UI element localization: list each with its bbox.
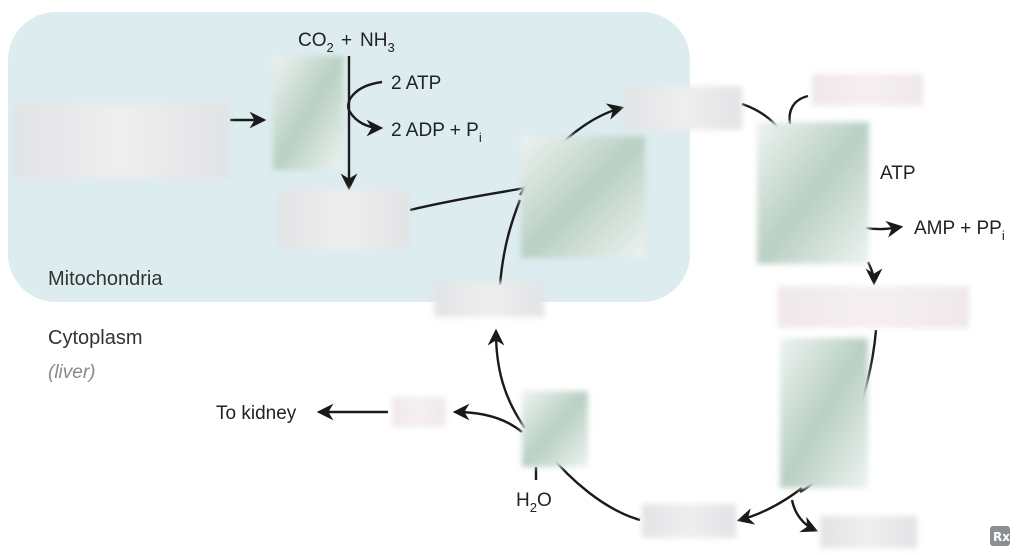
nh3-label: NH3 bbox=[360, 30, 395, 55]
atp-right-label: ATP bbox=[880, 163, 916, 184]
co2-label: CO2 bbox=[298, 30, 334, 55]
side-output-curve bbox=[790, 499, 819, 533]
rx-logo: Rx bbox=[990, 526, 1010, 546]
blank-box-enzyme-5[interactable] bbox=[522, 391, 588, 467]
water-label: H2O bbox=[516, 490, 552, 515]
adp-out-label: 2 ADP + Pi bbox=[391, 120, 482, 145]
blank-box-enzyme-3[interactable] bbox=[757, 122, 869, 264]
blank-box-mito-product[interactable] bbox=[278, 190, 409, 250]
kidney-branch-curve bbox=[452, 403, 523, 433]
blank-box-enzyme-1[interactable] bbox=[273, 56, 343, 170]
transport-curve bbox=[409, 186, 525, 212]
blank-box-input-substrate[interactable] bbox=[14, 104, 229, 178]
blank-label-boxes bbox=[14, 56, 969, 548]
to-kidney-label: To kidney bbox=[216, 403, 297, 424]
plus-sign: + bbox=[341, 30, 352, 51]
blank-box-side-output[interactable] bbox=[820, 516, 917, 548]
blank-box-cycle-left[interactable] bbox=[434, 282, 544, 317]
side-input-curve bbox=[788, 94, 809, 125]
cytoplasm-label: Cytoplasm bbox=[48, 327, 142, 349]
atp-in-label: 2 ATP bbox=[391, 73, 441, 94]
svg-text:Rx: Rx bbox=[993, 530, 1010, 544]
blank-box-cycle-bottom[interactable] bbox=[642, 504, 736, 538]
cycle-arc-left bbox=[487, 328, 526, 429]
blank-box-cycle-right[interactable] bbox=[778, 286, 969, 328]
cytoplasm-note: (liver) bbox=[48, 362, 96, 383]
cycle-arc-right-down bbox=[865, 261, 883, 286]
cycle-arc-bottom-right bbox=[736, 487, 803, 525]
cycle-arc-left-upper bbox=[498, 199, 522, 286]
blank-box-enzyme-2[interactable] bbox=[521, 136, 645, 258]
blank-box-enzyme-4[interactable] bbox=[780, 338, 868, 488]
mitochondria-label: Mitochondria bbox=[48, 268, 163, 290]
amp-out-label: AMP + PPi bbox=[914, 218, 1005, 243]
blank-box-side-input[interactable] bbox=[812, 74, 923, 106]
blank-box-kidney-product[interactable] bbox=[392, 397, 446, 427]
blank-box-cycle-top[interactable] bbox=[624, 86, 742, 130]
amp-output-arrow bbox=[865, 220, 904, 238]
atp-consumption-curve bbox=[347, 80, 384, 137]
